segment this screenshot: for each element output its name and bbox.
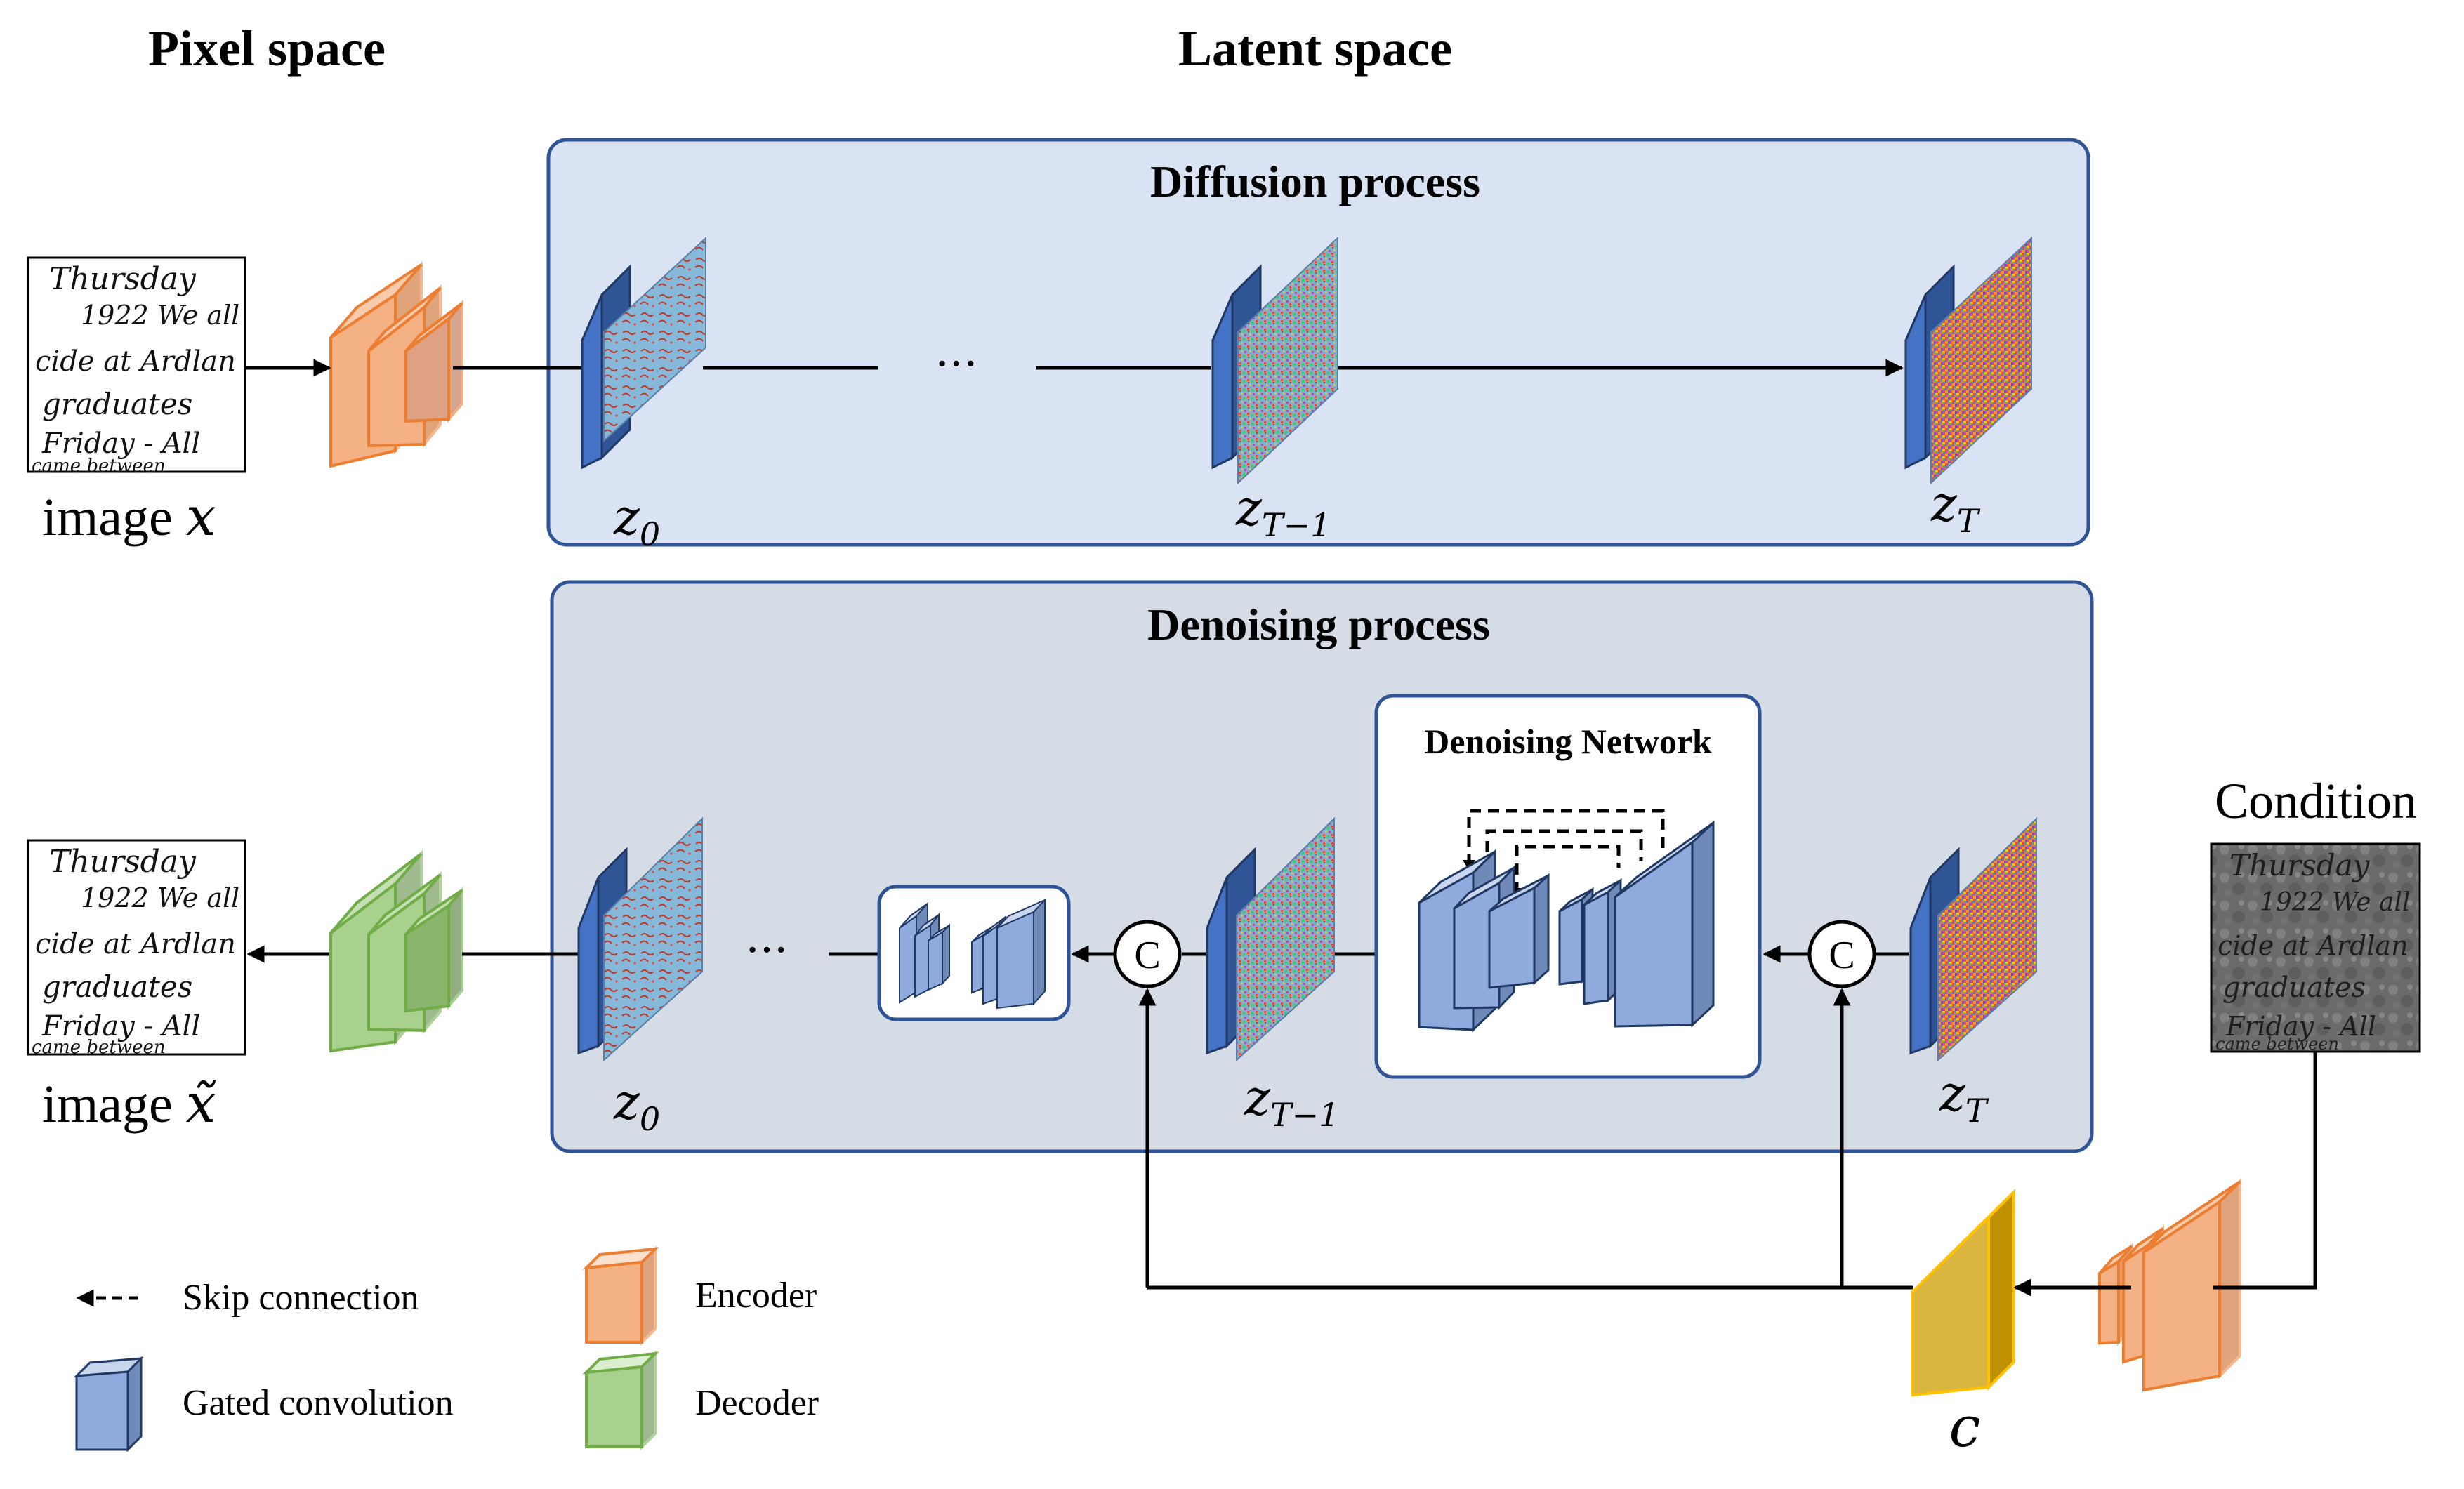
pixel-space-header: Pixel space <box>148 20 386 77</box>
condition-image: Thursday 1922 We all cide at Ardlan grad… <box>2210 842 2421 1054</box>
gated-conv-block <box>1488 873 1550 989</box>
handwriting-text: Thursday 1922 We all cide at Ardlan grad… <box>32 261 239 477</box>
svg-text:Thursday: Thursday <box>49 844 197 880</box>
svg-text:C: C <box>1134 934 1160 977</box>
svg-text:graduates: graduates <box>2222 972 2366 1004</box>
condition-latent-block <box>1911 1189 2015 1397</box>
z0-label-top: z0 <box>613 489 660 553</box>
svg-text:Gated convolution: Gated convolution <box>183 1383 454 1423</box>
concat-node: C <box>1113 920 1182 988</box>
svg-text:1922 We all: 1922 We all <box>2260 888 2410 917</box>
svg-text:1922 We all: 1922 We all <box>81 300 239 331</box>
zT-1-label-top: zT−1 <box>1235 479 1331 544</box>
flow-line <box>2213 1052 2317 1290</box>
condition-encoder-block <box>2098 1178 2241 1392</box>
c-label: c <box>1949 1394 1981 1460</box>
latent-zT-1-bottom <box>1206 816 1335 1062</box>
latent-z0-top <box>581 236 706 470</box>
denoising-panel-title: Denoising process <box>1147 600 1490 649</box>
gated-conv-block <box>1614 820 1715 1028</box>
latent-feature-map <box>1236 816 1335 1062</box>
svg-text:Friday - All: Friday - All <box>41 1010 200 1043</box>
latent-space-header: Latent space <box>1178 20 1452 77</box>
svg-text:1922 We all: 1922 We all <box>81 882 239 913</box>
condition-label: Condition <box>2215 773 2417 829</box>
latent-zT-top <box>1904 236 2032 485</box>
latent-zT-bottom <box>1909 816 2037 1062</box>
svg-text:came between: came between <box>32 1037 166 1058</box>
zT-label-top: zT <box>1930 475 1981 540</box>
svg-text:graduates: graduates <box>42 969 192 1004</box>
legend-gated-convolution: Gated convolution <box>74 1356 454 1452</box>
latent-zT-1-top <box>1211 236 1338 485</box>
latent-feature-map <box>1930 236 2032 485</box>
svg-text:came between: came between <box>2215 1034 2339 1054</box>
decoder-layer <box>404 886 463 1013</box>
encoder-layer <box>2142 1178 2241 1392</box>
output-image: Thursday 1922 We all cide at Ardlan grad… <box>27 839 246 1058</box>
encoder-block <box>329 260 463 468</box>
legend-skip-connection: Skip connection <box>76 1278 419 1318</box>
handwriting-text: Thursday 1922 We all cide at Ardlan grad… <box>32 844 239 1058</box>
gated-conv-block <box>928 923 950 991</box>
svg-text:graduates: graduates <box>42 387 192 421</box>
gated-conv-block <box>1206 847 1256 1055</box>
svg-text:Thursday: Thursday <box>49 261 197 297</box>
svg-text:Thursday: Thursday <box>2229 848 2371 882</box>
concat-node: C <box>1807 920 1876 988</box>
gated-conv-module <box>877 885 1071 1021</box>
zT-1-label-bottom: zT−1 <box>1244 1069 1339 1134</box>
svg-text:Friday - All: Friday - All <box>41 428 200 460</box>
legend-decoder: Decoder <box>582 1350 819 1450</box>
encoder-layer <box>404 299 463 423</box>
decoder-block <box>329 849 463 1053</box>
denoising-network-title: Denoising Network <box>1424 722 1712 761</box>
svg-text:cide at Ardlan: cide at Ardlan <box>35 928 236 960</box>
image-xtilde-label: image x̃ <box>42 1072 216 1134</box>
svg-text:C: C <box>1829 934 1854 977</box>
z0-label-bottom: z0 <box>613 1073 660 1138</box>
handwriting-text: Thursday 1922 We all cide at Ardlan grad… <box>2215 848 2410 1054</box>
gated-conv-block <box>996 898 1046 1010</box>
legend-encoder: Encoder <box>582 1245 817 1346</box>
svg-text:Decoder: Decoder <box>695 1383 819 1423</box>
latent-feature-map <box>603 236 706 443</box>
svg-text:Friday - All: Friday - All <box>2225 1011 2376 1042</box>
svg-text:Encoder: Encoder <box>695 1276 817 1316</box>
diffusion-panel-title: Diffusion process <box>1150 157 1480 206</box>
zT-label-bottom: zT <box>1939 1065 1989 1130</box>
denoising-network: Denoising Network <box>1374 694 1762 1079</box>
latent-feature-map <box>1237 236 1338 485</box>
latent-feature-map <box>603 816 703 1062</box>
image-x-label: image x <box>42 485 216 548</box>
legend: Skip connection Gated convolution Encode… <box>74 1245 819 1452</box>
ellipsis: ··· <box>935 338 977 390</box>
ellipsis: ··· <box>745 925 788 977</box>
latent-z0-bottom <box>577 816 703 1062</box>
svg-text:came between: came between <box>32 456 166 477</box>
svg-text:cide at Ardlan: cide at Ardlan <box>35 345 236 378</box>
latent-feature-map <box>1937 816 2037 1062</box>
input-image: Thursday 1922 We all cide at Ardlan grad… <box>27 256 246 477</box>
svg-text:cide at Ardlan: cide at Ardlan <box>2218 930 2409 961</box>
svg-text:Skip connection: Skip connection <box>183 1278 419 1318</box>
